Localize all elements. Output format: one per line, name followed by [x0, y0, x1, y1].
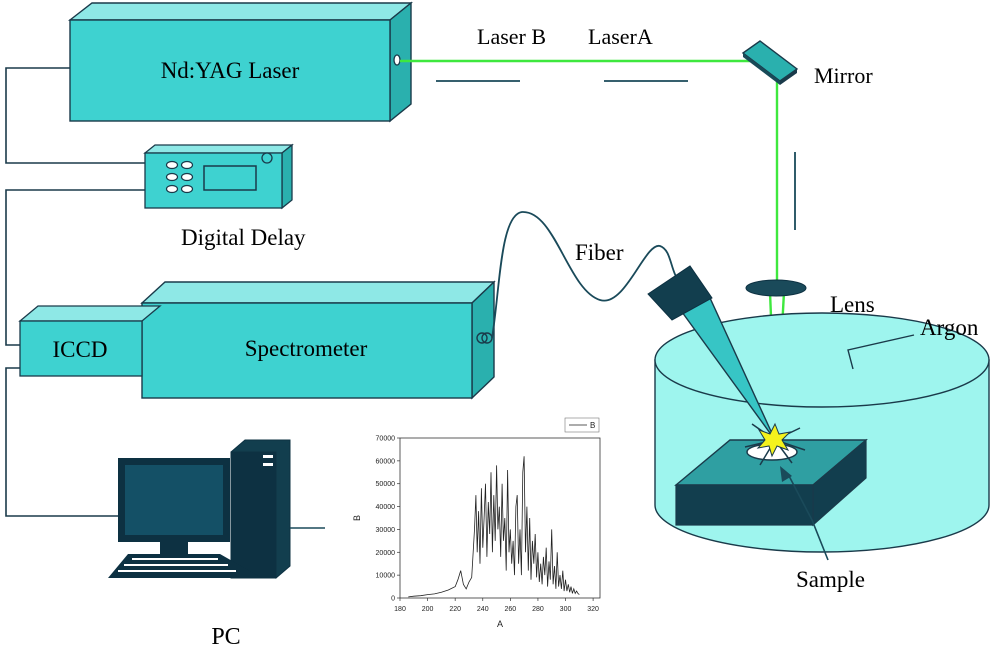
spectrometer-front-face: [141, 302, 473, 399]
laser-b-label: Laser B: [477, 24, 546, 49]
delay-key-icon: [165, 172, 179, 182]
nd-yag-laser: Nd:YAG Laser: [67, 1, 413, 123]
lens-label: Lens: [830, 292, 875, 317]
x-tick-label: 180: [394, 606, 406, 613]
y-tick-label: 30000: [376, 527, 396, 534]
laser-aperture-icon: [393, 54, 401, 66]
sample-label: Sample: [796, 567, 865, 592]
pc-drive-slot: [263, 463, 273, 466]
keyboard-keys: [118, 558, 236, 572]
delay-key-icon: [180, 172, 194, 182]
delay-key-icon: [180, 160, 194, 170]
wire-iccd-to-pc: [5, 367, 125, 517]
monitor-screen: [125, 465, 223, 535]
fiber-probe-head: [647, 265, 713, 321]
x-tick-label: 280: [532, 606, 544, 613]
wire-delay-to-iccd: [5, 189, 145, 346]
laser-top-face: [67, 2, 413, 21]
plasma-spark: [744, 422, 806, 466]
pc-tower: [230, 451, 277, 579]
stage-front-face: [675, 484, 814, 526]
mirror: [741, 40, 799, 85]
argon-label: Argon: [920, 315, 979, 340]
y-tick-label: 20000: [376, 550, 396, 557]
sample-stage: [674, 438, 868, 527]
x-tick-label: 240: [477, 606, 489, 613]
key-row-icon: [132, 558, 218, 560]
chart-y-axis-label: B: [352, 515, 362, 521]
argon-pointer: [847, 334, 915, 370]
digital-delay: [143, 143, 294, 210]
pc: [108, 439, 291, 579]
spectrometer-top-face: [140, 281, 496, 304]
delay-key-icon: [180, 184, 194, 194]
delay-side-face: [281, 143, 293, 210]
chart-frame: [399, 437, 601, 599]
key-row-icon: [124, 564, 228, 566]
delay-keypad: [165, 160, 194, 194]
chart-ticks: 180 200 220 240 260 280 300 320 0 10000 20000 30000…: [376, 436, 600, 614]
laser-a-label: LaserA: [588, 24, 653, 49]
chart-legend: B: [564, 417, 600, 433]
pc-label: PC: [211, 624, 240, 649]
key-row-icon: [118, 570, 236, 572]
delay-key-icon: [165, 184, 179, 194]
monitor-stand: [160, 542, 188, 554]
iccd-front-face: [19, 320, 143, 377]
y-tick-label: 10000: [376, 573, 396, 580]
spectrum-chart: 180 200 220 240 260 280 300 320 0 10000 20000 30000…: [352, 417, 601, 629]
y-tick-label: 70000: [376, 436, 396, 443]
connector-ring-icon: [476, 332, 488, 344]
spectrometer: Spectrometer: [140, 280, 496, 400]
delay-knob-icon: [261, 152, 273, 164]
mirror-edge: [780, 69, 797, 85]
lens: [745, 279, 807, 297]
x-tick-label: 300: [560, 606, 572, 613]
pc-drive-slot: [263, 455, 273, 458]
optical-fiber: [491, 211, 681, 339]
delay-top-face: [143, 144, 294, 154]
x-tick-label: 320: [587, 606, 599, 613]
sample-pointer-head-icon: [780, 466, 792, 482]
y-tick-label: 0: [391, 596, 395, 603]
sample-pointer: [787, 473, 829, 561]
legend-label: B: [590, 421, 595, 430]
spark-star-icon: [756, 422, 792, 458]
spectrometer-label: Spectrometer: [245, 336, 368, 361]
delay-key-icon: [165, 160, 179, 170]
x-tick-label: 220: [449, 606, 461, 613]
x-tick-label: 200: [422, 606, 434, 613]
y-tick-label: 60000: [376, 458, 396, 465]
y-tick-label: 50000: [376, 481, 396, 488]
beam-arrows: [436, 80, 796, 230]
x-tick-label: 260: [505, 606, 517, 613]
mirror-label: Mirror: [814, 63, 873, 88]
laser-front-face: [69, 19, 391, 122]
digital-delay-label: Digital Delay: [181, 225, 306, 250]
iccd: ICCD: [18, 305, 162, 377]
chart-series-line: [408, 456, 580, 598]
chart-x-axis-label: A: [497, 619, 503, 629]
wire-laser-to-delay: [5, 67, 145, 164]
control-wires: [5, 67, 145, 517]
y-tick-label: 40000: [376, 504, 396, 511]
iccd-top-face: [18, 305, 162, 322]
mirror-edge-left: [743, 53, 780, 85]
iccd-label: ICCD: [53, 337, 108, 362]
fiber-label: Fiber: [575, 240, 624, 265]
delay-display: [203, 165, 257, 191]
laser-label: Nd:YAG Laser: [161, 58, 300, 83]
